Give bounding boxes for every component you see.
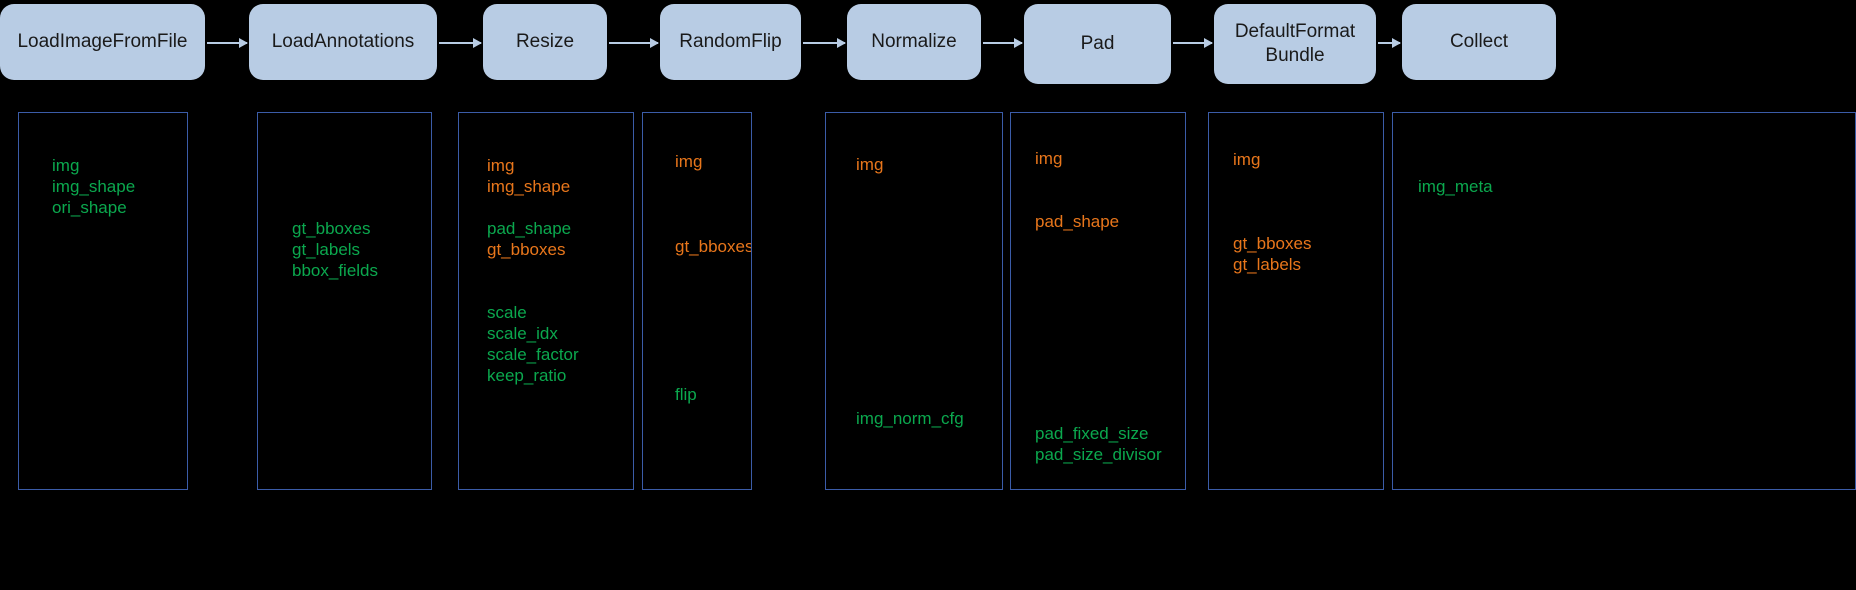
field-pad-size-divisor: pad_size_divisor <box>1035 445 1162 464</box>
stage-box-randomflip[interactable]: RandomFlip <box>660 4 801 80</box>
field-img: img <box>487 156 515 175</box>
stage-box-label: LoadImageFromFile <box>17 31 188 53</box>
field-pad-shape: pad_shape <box>1035 212 1120 231</box>
field-img: img <box>1233 150 1261 169</box>
field-gt-bboxes: gt_bboxes <box>292 219 371 238</box>
stage-box-collect[interactable]: Collect <box>1402 4 1556 80</box>
field-panel-loadimagefromfile: img img_shape ori_shape <box>18 112 188 490</box>
field-panel-defaultformatbundle: img gt_bboxes gt_labels <box>1208 112 1384 490</box>
field-keep-ratio: keep_ratio <box>487 366 567 385</box>
stage-box-pad[interactable]: Pad <box>1024 4 1171 84</box>
field-gt-bboxes: gt_bboxes <box>487 240 566 259</box>
stage-box-normalize[interactable]: Normalize <box>847 4 981 80</box>
arrow-loadannotations-to-resize <box>439 38 482 48</box>
arrow-normalize-to-pad <box>983 38 1023 48</box>
stage-box-loadannotations[interactable]: LoadAnnotations <box>249 4 437 80</box>
field-gt-bboxes: gt_bboxes <box>1233 234 1312 253</box>
field-flip: flip <box>675 385 697 404</box>
stage-box-label: Resize <box>515 31 575 53</box>
arrow-resize-to-randomflip <box>609 38 659 48</box>
field-scale-idx: scale_idx <box>487 324 558 343</box>
stage-box-defaultformatbundle[interactable]: DefaultFormat Bundle <box>1214 4 1376 84</box>
field-img: img <box>856 155 884 174</box>
field-bbox-fields: bbox_fields <box>292 261 379 280</box>
stage-box-label: Normalize <box>871 31 957 53</box>
field-img: img <box>52 156 80 175</box>
arrow-defaultformatbundle-to-collect <box>1378 38 1401 48</box>
arrow-randomflip-to-normalize <box>803 38 846 48</box>
field-img-shape: img_shape <box>52 177 136 196</box>
field-ori-shape: ori_shape <box>52 198 127 217</box>
field-img: img <box>1035 149 1063 168</box>
stage-box-label: RandomFlip <box>679 31 782 53</box>
field-img-shape: img_shape <box>487 177 571 196</box>
stage-box-label: Pad <box>1080 33 1115 55</box>
field-panel-normalize: img img_norm_cfg <box>825 112 1003 490</box>
field-img: img <box>675 152 703 171</box>
field-scale-factor: scale_factor <box>487 345 579 364</box>
field-panel-loadannotations: gt_bboxes gt_labels bbox_fields <box>257 112 432 490</box>
field-panel-randomflip: img gt_bboxes flip <box>642 112 752 490</box>
field-img-meta: img_meta <box>1418 177 1493 196</box>
field-panel-pad: img pad_shape pad_fixed_size pad_size_di… <box>1010 112 1186 490</box>
stage-box-loadimagefromfile[interactable]: LoadImageFromFile <box>0 4 205 80</box>
arrow-pad-to-defaultformatbundle <box>1173 38 1213 48</box>
field-gt-labels: gt_labels <box>1233 255 1302 274</box>
arrow-loadimagefromfile-to-loadannotations <box>207 38 248 48</box>
field-pad-shape: pad_shape <box>487 219 572 238</box>
stage-box-resize[interactable]: Resize <box>483 4 607 80</box>
field-img-norm-cfg: img_norm_cfg <box>856 409 964 428</box>
stage-box-label: LoadAnnotations <box>271 31 415 53</box>
field-scale: scale <box>487 303 527 322</box>
field-panel-resize: img img_shape pad_shape gt_bboxes scale … <box>458 112 634 490</box>
field-gt-labels: gt_labels <box>292 240 361 259</box>
field-gt-bboxes: gt_bboxes <box>675 237 752 256</box>
field-pad-fixed-size: pad_fixed_size <box>1035 424 1149 443</box>
field-panel-collect: img_meta <box>1392 112 1856 490</box>
stage-box-label: DefaultFormat Bundle <box>1234 21 1356 66</box>
stage-box-label: Collect <box>1449 31 1509 53</box>
